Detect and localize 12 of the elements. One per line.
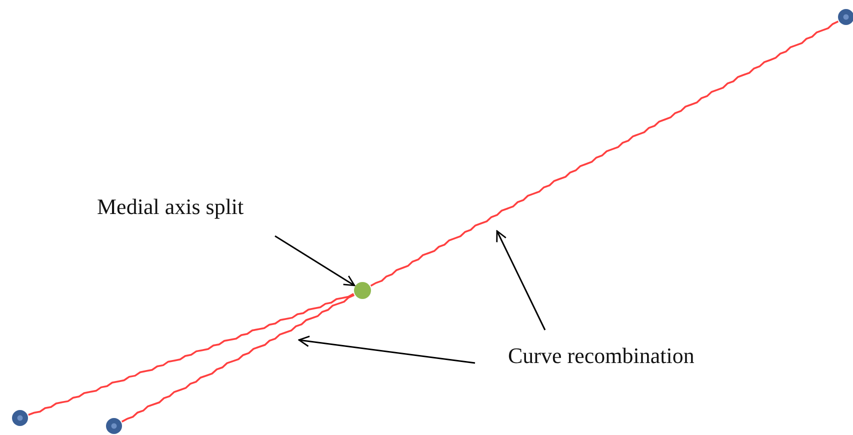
leader-arrow — [274, 235, 356, 286]
curve-line — [370, 20, 839, 287]
leader-arrow — [496, 230, 546, 330]
callout-label: Curve recombination — [508, 343, 723, 369]
endpoint-dot — [838, 9, 853, 25]
curve-line — [28, 293, 354, 416]
curve-line — [121, 294, 355, 422]
callout-label: Medial axis split — [97, 194, 267, 220]
leader-arrow — [298, 336, 476, 364]
split-point-dot — [354, 282, 371, 299]
endpoint-dot — [106, 418, 122, 434]
endpoint-dot — [12, 410, 28, 426]
